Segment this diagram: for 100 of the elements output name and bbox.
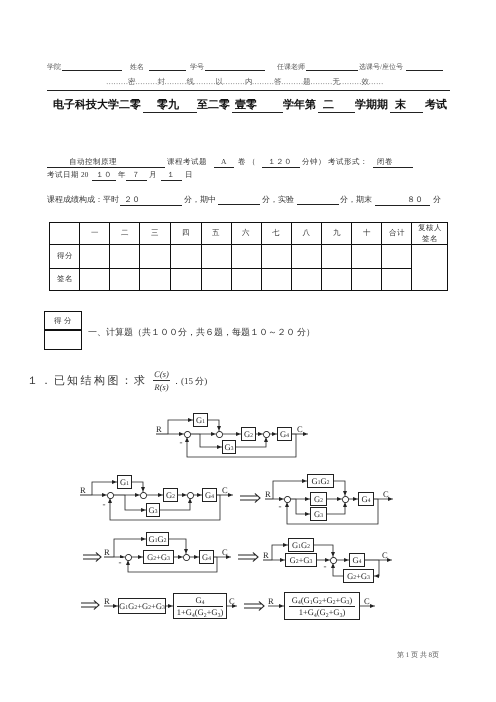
arrow <box>192 493 202 497</box>
signal-label: C <box>222 486 233 495</box>
signal-label: R <box>104 597 112 606</box>
signal-label: R <box>268 597 276 606</box>
double-arrow <box>239 492 261 504</box>
arrow <box>185 434 296 458</box>
arrow <box>262 558 286 562</box>
block-box: G$_{1}$G$_{2}$ <box>288 538 314 552</box>
arrow <box>314 544 335 558</box>
arrow <box>236 436 268 448</box>
denominator: 1+G$_{4}$(G$_{2}$+G$_{3}$) <box>176 608 224 616</box>
signal-label: C <box>229 597 237 606</box>
arrow <box>132 482 145 492</box>
block-box: G$_{2}$+G$_{3}$ <box>343 569 374 583</box>
numerator: G$_{4}$ <box>195 596 205 604</box>
arrow <box>208 420 221 432</box>
arrow <box>336 558 350 562</box>
block-box: G$_{2}$ <box>310 492 327 506</box>
arrow <box>331 562 344 576</box>
arrow <box>268 432 278 436</box>
fill-in-line: 零九 <box>143 98 197 113</box>
denominator: 1+G$_{4}$(G$_{2}$+G$_{3}$) <box>298 608 346 616</box>
arrow <box>108 494 220 520</box>
arrow <box>326 497 342 501</box>
block-box: G$_{3}$ <box>310 507 327 521</box>
fill-in-line: 末 <box>390 98 423 113</box>
arrow <box>285 498 378 524</box>
section-heading: 一、计算题（共１００分，共６题，每题１０～２０ 分） <box>88 328 316 336</box>
signal-label: C <box>382 551 392 560</box>
block-box: G$_{2}$ <box>163 488 178 502</box>
double-arrow <box>237 552 259 562</box>
title-text: 考试 <box>425 99 447 111</box>
block-box: G$_{4}$ <box>358 492 374 506</box>
arrow <box>222 432 242 436</box>
arrow <box>168 538 188 554</box>
arrow <box>360 604 376 608</box>
block-box: G$_{4}$ <box>202 488 217 502</box>
arrow <box>364 560 380 578</box>
arrow <box>160 498 192 510</box>
block-box: G$_{4}$ <box>277 427 292 441</box>
block-box: G$_{2}$+G$_{3}$ <box>143 550 174 564</box>
signal-label: R <box>80 486 88 495</box>
arrow <box>178 493 188 497</box>
summing-junction <box>106 492 114 498</box>
block-box: G$_{2}$+G$_{3}$ <box>285 553 317 567</box>
double-arrow <box>80 600 100 610</box>
arrow <box>126 556 218 572</box>
summing-junction <box>186 492 194 498</box>
arrow <box>104 604 118 608</box>
arrow <box>156 418 194 434</box>
summing-junction <box>182 554 190 560</box>
arrow <box>326 502 347 514</box>
block-box: G$_{2}$ <box>241 427 256 441</box>
summing-junction <box>216 430 222 438</box>
fill-in-line: 壹零 <box>232 98 283 113</box>
summing-junction <box>330 556 336 564</box>
signal-label: R <box>104 548 112 557</box>
block-box: G$_{3}$ <box>146 503 160 517</box>
block-box: G$_{4}$ <box>349 553 365 567</box>
arrow <box>190 434 222 449</box>
fraction-numerator: C(s) <box>153 370 170 378</box>
arrow <box>188 555 200 559</box>
numerator: G$_{4}$(G$_{1}$G$_{2}$+G$_{2}$+G$_{3}$) <box>292 596 352 604</box>
arrow <box>174 555 184 559</box>
transfer-function-box <box>284 592 360 620</box>
arrow <box>348 497 358 501</box>
signal-label: C <box>222 548 231 557</box>
question-text: １．已知结构图：求 <box>27 376 148 386</box>
summing-junction <box>140 492 146 498</box>
title-text: 学期期 <box>355 99 388 111</box>
block-box: G$_{3}$ <box>222 440 236 454</box>
summing-junction <box>124 554 132 560</box>
arrow <box>334 480 347 496</box>
block-box: G$_{1}$G$_{2}$ <box>146 532 169 546</box>
double-arrow <box>243 600 265 612</box>
arrow <box>226 604 238 608</box>
arrow <box>290 498 310 516</box>
signal-label: C <box>297 425 308 434</box>
question-text: ．(15 分) <box>172 376 208 386</box>
fill-in-line: 二 <box>318 98 355 113</box>
signal-label: C <box>383 490 393 499</box>
signal-label: R <box>156 425 163 434</box>
summing-junction <box>184 430 190 438</box>
arrow <box>316 558 330 562</box>
block-box: G$_{1}$ <box>193 413 208 427</box>
block-box: G$_{4}$ <box>199 550 214 564</box>
arrow <box>104 537 146 558</box>
title-text: 至二零 <box>197 99 230 111</box>
double-arrow <box>82 552 102 562</box>
arrow <box>130 555 144 559</box>
block-box: G$_{1}$G$_{2}$+G$_{2}$+G$_{3}$ <box>118 598 166 614</box>
transfer-function-box <box>173 593 227 619</box>
signal-label: C <box>364 597 375 606</box>
arrow <box>112 494 146 512</box>
arrow <box>80 480 118 496</box>
arrow <box>146 493 164 497</box>
summing-junction <box>262 430 270 438</box>
signal-label: R <box>263 551 271 560</box>
block-box: G$_{1}$ <box>117 475 132 489</box>
block-box: G$_{1}$G$_{2}$ <box>307 474 334 488</box>
